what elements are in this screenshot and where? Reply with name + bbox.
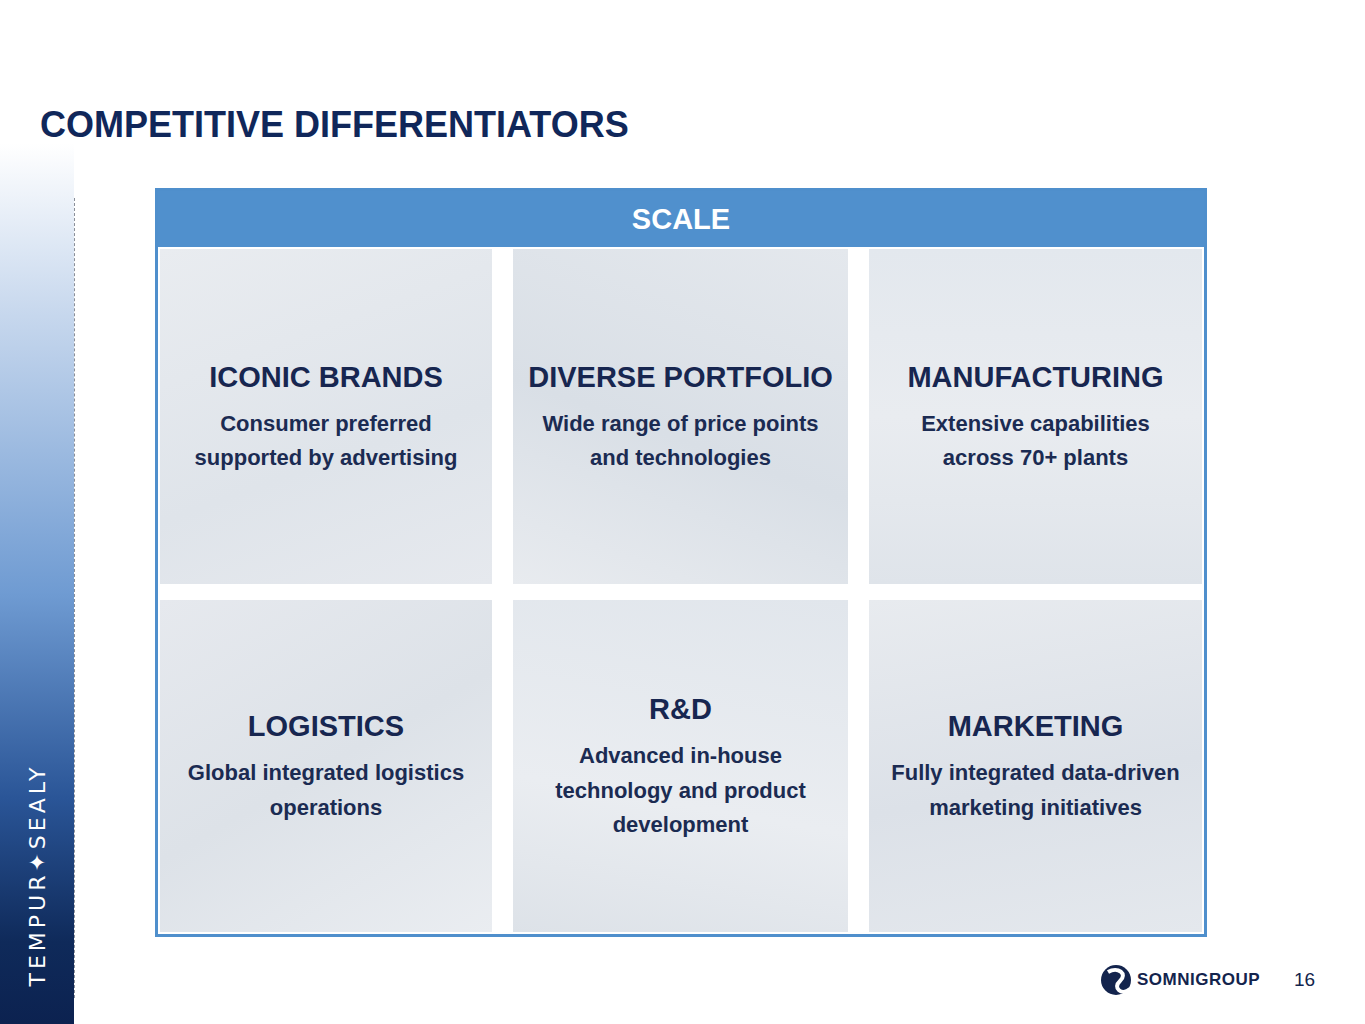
scale-panel: ICONIC BRANDS Consumer preferred supporte…: [155, 188, 1207, 937]
tile-heading: LOGISTICS: [248, 707, 404, 746]
company-logo-text: SOMNIGROUP: [1137, 970, 1260, 990]
brand-wordmark: TEMPUR✦SEALY: [25, 763, 50, 986]
page-number: 16: [1294, 969, 1315, 991]
dashed-rule: [74, 198, 75, 998]
tile-heading: MANUFACTURING: [907, 358, 1163, 397]
slide-title: COMPETITIVE DIFFERENTIATORS: [40, 104, 629, 146]
differentiator-tile: LOGISTICS Global integrated logistics ope…: [160, 600, 492, 932]
tile-body: Extensive capabilities across 70+ plants: [883, 407, 1188, 475]
tile-body: Consumer preferred supported by advertis…: [174, 407, 478, 475]
differentiator-tile: DIVERSE PORTFOLIO Wide range of price poi…: [513, 249, 848, 584]
tile-heading: DIVERSE PORTFOLIO: [528, 358, 833, 397]
differentiator-tile: ICONIC BRANDS Consumer preferred supporte…: [160, 249, 492, 584]
tile-body: Wide range of price points and technolog…: [527, 407, 834, 475]
band-heading: SCALE: [632, 203, 730, 236]
differentiator-tile: MANUFACTURING Extensive capabilities acro…: [869, 249, 1202, 584]
tile-heading: R&D: [649, 690, 712, 729]
tile-body: Fully integrated data-driven marketing i…: [883, 756, 1188, 824]
differentiator-tile: R&D Advanced in-house technology and prod…: [513, 600, 848, 932]
tile-body: Global integrated logistics operations: [174, 756, 478, 824]
tile-heading: MARKETING: [948, 707, 1124, 746]
tile-heading: ICONIC BRANDS: [209, 358, 443, 397]
header-band: SCALE: [158, 191, 1204, 247]
differentiator-tile: MARKETING Fully integrated data-driven ma…: [869, 600, 1202, 932]
tile-body: Advanced in-house technology and product…: [527, 739, 834, 841]
